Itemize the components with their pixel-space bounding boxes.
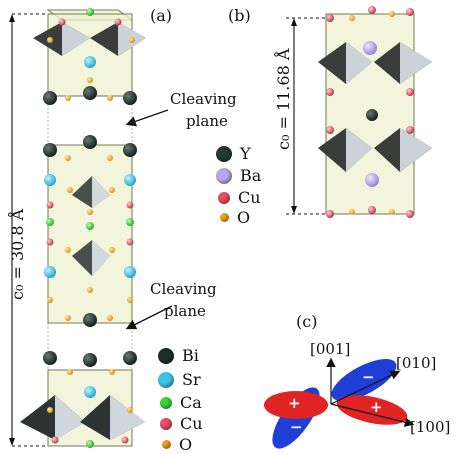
c0-label-a: c₀ = 30.8 Å xyxy=(8,208,27,300)
legend-b-row: Cu xyxy=(218,188,261,207)
ca-atom-icon xyxy=(160,396,172,409)
cleave-arrow-lower xyxy=(125,305,173,330)
lobe-positive-left xyxy=(264,391,328,419)
legend-b-row: Ba xyxy=(216,166,261,185)
lobe-negative-right xyxy=(331,359,397,401)
legend-b-row: O xyxy=(220,208,250,227)
c0-dimension-arrow-a xyxy=(9,13,48,447)
cleave-arrow-upper xyxy=(125,109,169,127)
atoms-panel-b xyxy=(326,6,414,218)
panel-a-label: (a) xyxy=(150,6,173,25)
panel-b-label: (b) xyxy=(228,6,251,25)
panel-c-label: (c) xyxy=(296,312,318,331)
cuo-octahedra-top xyxy=(33,22,146,56)
axis-010 xyxy=(330,370,401,405)
cleave-label-upper-2: plane xyxy=(186,112,228,130)
legend-a-row: Sr xyxy=(158,370,201,389)
cleave-label-lower-2: plane xyxy=(164,302,206,320)
bi-atom-icon xyxy=(158,347,174,364)
sign-plus-right: + xyxy=(370,398,383,416)
c0-label-b: c₀ = 11.68 Å xyxy=(274,48,293,150)
axis-010-label: [010] xyxy=(396,354,437,372)
cuo-pyramids-b xyxy=(318,42,432,172)
cu-atom-icon xyxy=(218,191,230,204)
axis-001-label: [001] xyxy=(310,340,351,358)
ba-atom-icon xyxy=(216,167,232,184)
panel-a-structure xyxy=(9,8,173,448)
cleave-label-upper-1: Cleaving xyxy=(170,90,237,108)
legend-a-row: Cu xyxy=(160,414,203,433)
o-atom-icon xyxy=(162,440,171,449)
cu-atom-icon xyxy=(160,417,172,430)
panel-c-orbital xyxy=(264,357,415,449)
o-atom-icon xyxy=(220,213,229,222)
y-atom-icon xyxy=(216,145,232,162)
cuo-octahedra-bottom xyxy=(20,395,145,440)
axis-100 xyxy=(330,403,415,427)
lobe-positive-right xyxy=(336,395,408,425)
sr-atom-icon xyxy=(158,371,174,388)
panel-b-structure xyxy=(286,6,432,218)
sign-minus-right: − xyxy=(362,368,375,386)
sign-minus-left: − xyxy=(290,418,303,436)
atoms-panel-a xyxy=(43,8,137,448)
cleave-label-lower-1: Cleaving xyxy=(150,280,217,298)
legend-b-row: Y xyxy=(216,144,251,163)
legend-a-row: Ca xyxy=(160,393,202,412)
sign-plus-left: + xyxy=(288,394,301,412)
legend-a-row: O xyxy=(162,435,192,454)
legend-a-row: Bi xyxy=(158,346,199,365)
cuo-pyramids-middle xyxy=(72,176,110,276)
axis-100-label: [100] xyxy=(410,418,451,436)
